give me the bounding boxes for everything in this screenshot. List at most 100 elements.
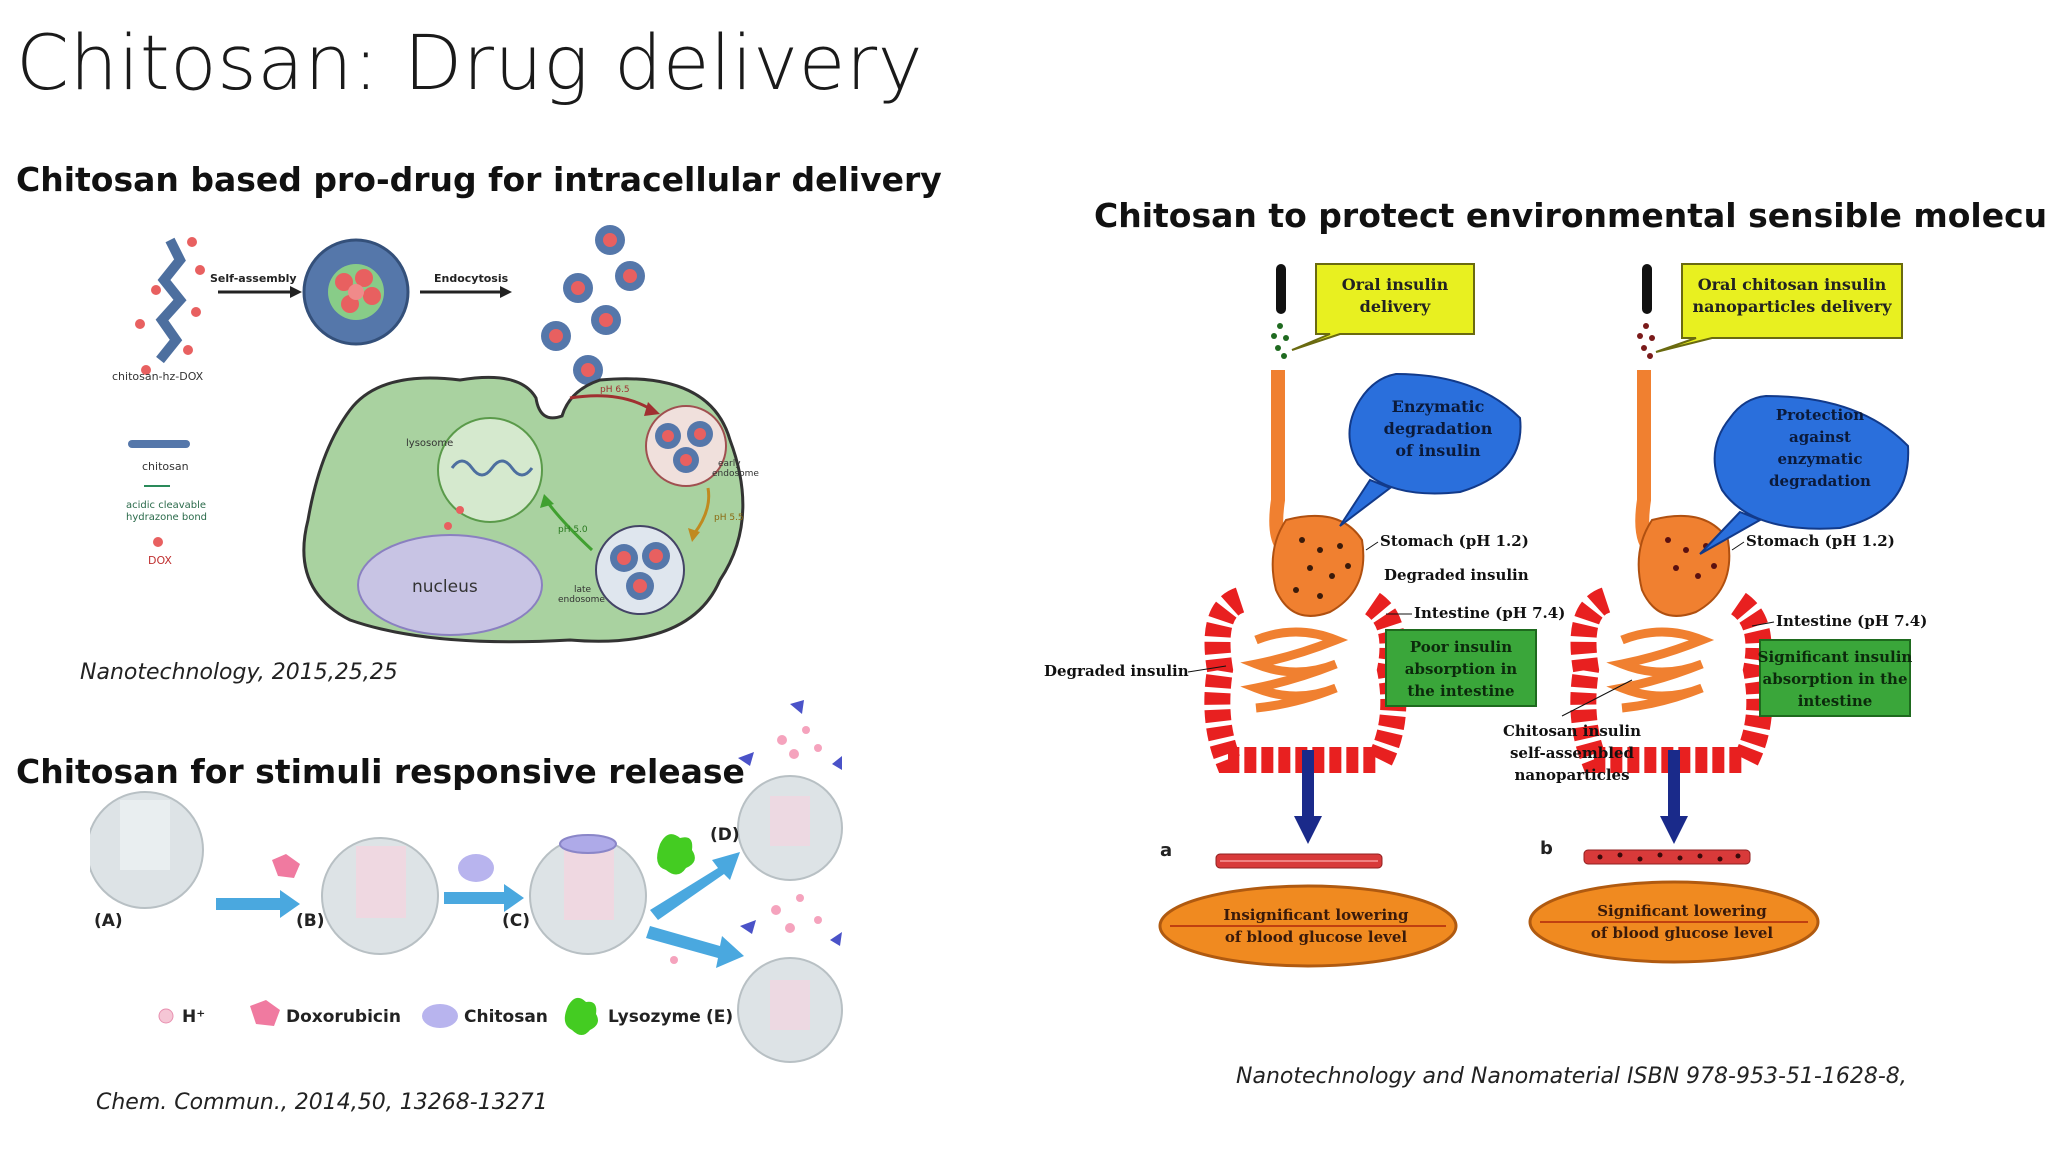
right-np-3: nanoparticles [1514,766,1629,784]
prodrug-legend: chitosan acidic cleavable hydrazone bond… [126,440,207,567]
ph-50-label: pH 5.0 [558,525,588,535]
stimuli-heading: Chitosan for stimuli responsive release [16,752,745,791]
late-endosome-label-1: late [574,585,592,595]
arrow-ce [646,926,744,968]
stage-label-e: (E) [706,1007,733,1027]
ph-55-label: pH 5.5 [714,513,744,523]
bubble-enzymatic-degradation [1339,372,1522,527]
left-degraded-right-label: Degraded insulin [1384,566,1529,584]
left-callout-1: Oral insulin [1342,275,1449,294]
stage-label-d: (D) [710,825,740,845]
endocytosis-label: Endocytosis [434,272,509,285]
box-poor-absorption [1385,629,1537,707]
left-callout-2: delivery [1360,297,1431,316]
nucleus [357,534,543,636]
nanoparticle [302,238,410,346]
small-intestine-a [1240,627,1349,713]
right-box-1: Significant insulin [1758,648,1913,666]
right-intestine-label: Intestine (pH 7.4) [1776,612,1927,630]
prodrug-citation: Nanotechnology, 2015,25,25 [80,660,398,685]
late-endosome [595,525,685,615]
left-result-1: Insignificant lowering [1223,906,1409,924]
right-box-2: absorption in the [1762,670,1907,688]
free-nanoparticles [541,225,645,385]
capsule-b [321,837,439,955]
legend-chitosan: Chitosan [464,1007,548,1027]
left-result-2: of blood glucose level [1225,928,1408,946]
callout-oral-insulin [1291,263,1475,351]
right-bubble-4: degradation [1769,472,1871,490]
chitosan-dox-conjugate [135,237,205,375]
legend-h-plus: H⁺ [182,1007,205,1027]
stage-label-c: (C) [502,911,530,931]
prodrug-diagram: chitosan-hz-DOX Self-assembly Endocytosi… [112,225,759,644]
left-letter: a [1160,840,1172,861]
legend-dox: DOX [148,554,172,567]
insulin-left-scenario [1158,264,1458,968]
right-np-2: self-assembled [1510,744,1635,762]
left-box-2: absorption in [1405,660,1518,678]
legend-doxorubicin: Doxorubicin [286,1007,401,1027]
prodrug-heading: Chitosan based pro-drug for intracellula… [16,160,942,199]
late-endosome-label-2: endosome [558,595,605,605]
right-bubble-1: Protection [1776,406,1864,424]
left-intestine-label: Intestine (pH 7.4) [1414,604,1565,622]
left-bubble-1: Enzymatic [1392,397,1485,416]
legend-bond-1: acidic cleavable [126,500,206,511]
ph-65-label: pH 6.5 [600,385,630,395]
small-intestine-b [1606,627,1715,713]
right-bubble-2: against [1789,428,1851,446]
arrow-cd [650,852,740,920]
right-result-1: Significant lowering [1597,902,1767,920]
self-assembly-label: Self-assembly [210,272,297,285]
callout-oral-chitosan [1655,263,1903,353]
chitosan-disc-icon [458,854,494,882]
arrow-bc [444,884,524,912]
insulin-citation: Nanotechnology and Nanomaterial ISBN 978… [1236,1064,1907,1089]
right-box-3: intestine [1798,692,1873,710]
right-callout-1: Oral chitosan insulin [1698,275,1887,294]
conjugate-label: chitosan-hz-DOX [112,370,204,383]
left-stomach-label: Stomach (pH 1.2) [1380,532,1529,550]
vessel-b [1583,849,1751,865]
stimuli-legend: H⁺ Doxorubicin Chitosan Lysozyme [158,997,701,1035]
right-np-1: Chitosan insulin [1503,722,1641,740]
stomach-b [1637,514,1731,617]
left-box-3: the intestine [1407,682,1514,700]
insulin-diagram: Oral insulin delivery Enzymatic degradat… [1044,263,1927,968]
large-intestine-a [1204,587,1407,773]
early-endosome-label-2: endosome [712,469,759,479]
lysosome-label: lysosome [406,438,453,449]
bubble-protection [1699,394,1910,555]
stage-label-b: (B) [296,911,325,931]
left-bubble-3: of insulin [1395,441,1481,460]
legend-bond-2: hydrazone bond [126,512,207,523]
legend-chitosan: chitosan [142,460,189,473]
right-callout-2: nanoparticles delivery [1692,297,1892,316]
capsule-c [529,834,647,955]
large-intestine-b [1570,587,1773,773]
insulin-heading: Chitosan to protect environmental sensib… [1094,196,2048,235]
right-stomach-label: Stomach (pH 1.2) [1746,532,1895,550]
stimuli-citation: Chem. Commun., 2014,50, 13268-13271 [96,1090,548,1115]
insulin-right-scenario [1528,264,1820,964]
box-significant-absorption [1759,639,1911,717]
left-box-1: Poor insulin [1410,638,1512,656]
capsule-d [737,700,843,881]
stimuli-diagram: (A) (B) (C) (D) (E) H⁺ [90,700,843,1063]
right-letter: b [1540,838,1553,859]
lysozyme-blob-icon [657,834,695,875]
right-bubble-3: enzymatic [1777,450,1862,468]
stage-label-a: (A) [94,911,123,931]
left-degraded-left-label: Degraded insulin [1044,662,1189,680]
dox-pentagon-icon [272,854,300,878]
arrow-ab [216,890,300,918]
legend-lysozyme: Lysozyme [608,1007,701,1027]
capsule-a [90,791,204,909]
early-endosome-label-1: early [718,459,741,469]
slide-title: Chitosan: Drug delivery [16,18,924,107]
left-bubble-2: degradation [1384,419,1493,438]
capsule-e [737,894,843,1063]
right-result-2: of blood glucose level [1591,924,1774,942]
nucleus-label: nucleus [412,577,478,597]
